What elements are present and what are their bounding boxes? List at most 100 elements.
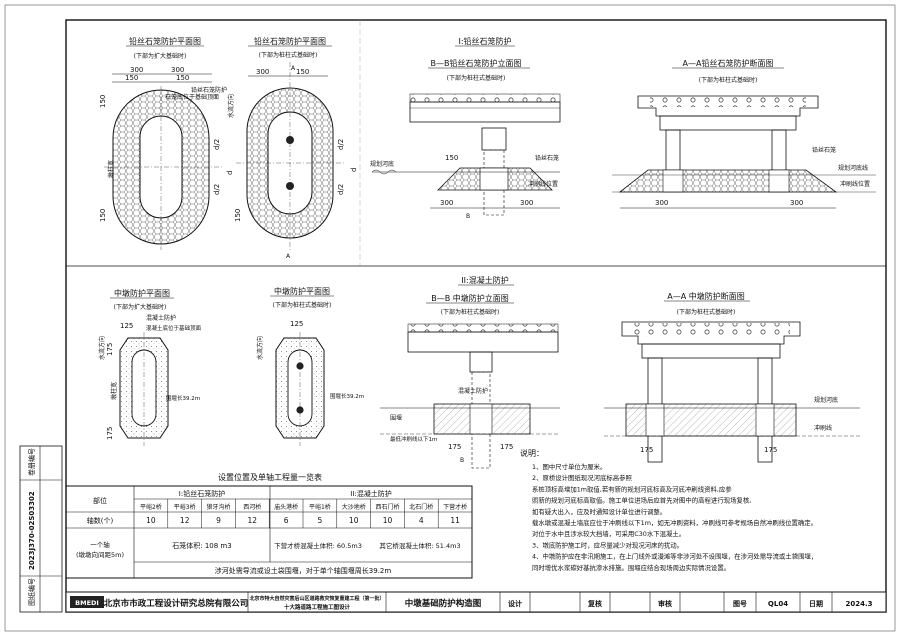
table-cofferdam-note: 涉河处需导流或设土袋围堰，对于单个轴围堰周长39.2m — [215, 566, 392, 575]
sheet-value: QL04 — [768, 600, 788, 608]
v8-scour: 冲刷线 — [814, 424, 832, 432]
table-title: 设置位置及单轴工程量一览表 — [218, 472, 322, 482]
note-line: 1、图中尺寸单位为厘米。 — [532, 462, 606, 471]
row1-heading: I:铅丝石笼防护 — [458, 36, 511, 46]
v1-label-gabion-top: 石笼底位于基础顶面 — [165, 93, 219, 101]
table-bridge-name: 大沙地桥 — [342, 503, 366, 511]
side-label2: 图纸编号 — [27, 578, 36, 606]
view-concrete-plan-pile: 中墩防护平面图 (下部为桩柱式基础时) 125 围堰长39.2m 水流方向 — [256, 286, 364, 446]
date-label: 日期 — [809, 599, 823, 608]
v1-dim-150d: 150 — [99, 209, 107, 222]
drawing-name: 中墩基础防护构造图 — [405, 598, 482, 609]
table-concrete-b: 其它桥混凝土体积: 51.4m3 — [379, 541, 460, 550]
table-axes-value: 10 — [383, 516, 393, 525]
table-row-unit-sub: (墩墩向间距5m) — [76, 550, 124, 559]
v8-dim-175a: 175 — [640, 446, 653, 454]
v2-section-a-top: A — [291, 65, 296, 72]
v1-dim-150c: 150 — [99, 95, 107, 108]
view5-sub: (下部为扩大基础时) — [114, 303, 167, 311]
table-group2: II:混凝土防护 — [350, 489, 392, 498]
table-bridge-name: 西河桥 — [243, 503, 261, 511]
table-bridge-name: 下营才桥 — [443, 503, 467, 511]
table-axes-value: 10 — [349, 516, 359, 525]
v2-flow: 水流方向 — [227, 94, 235, 118]
table-axes-value: 11 — [450, 516, 460, 525]
v1-dim-d: d — [226, 171, 234, 175]
v5-dim-125: 125 — [120, 322, 133, 330]
view7-sub: (下部为桩柱式基础时) — [441, 308, 500, 316]
v1-flow: 水流方向 — [0, 0, 5, 1]
table-concrete-a: 下营才桥混凝土体积: 60.5m3 — [274, 541, 362, 550]
v7-dim-175a: 175 — [448, 443, 461, 451]
v1-label-gabion-protect: 铅丝石笼防护 — [191, 86, 227, 94]
table-bridge-name: 西石门桥 — [375, 503, 399, 511]
date-value: 2024.3 — [845, 600, 872, 608]
outer-frame — [4, 4, 896, 632]
v5-flow: 水流方向 — [98, 336, 106, 360]
view4-sub: (下部为桩柱式基础时) — [699, 76, 758, 84]
v4-dim-300b: 300 — [790, 199, 803, 207]
notes-block: 说明： 1、图中尺寸单位为厘米。 2、原桥设计图纸现况河底标高参照系桩顶标高增加1… — [520, 448, 817, 572]
table-group1: I:铅丝石笼防护 — [179, 489, 225, 498]
v4-bed-line: 规划河底线 — [838, 164, 868, 172]
v1-dim-d2a: d/2 — [213, 139, 221, 150]
view-gabion-section: A—A铅丝石笼防护断面图 (下部为桩柱式基础时) 铅丝石笼 规划河底线 冲刷线位… — [612, 58, 876, 209]
note-line: 载水墩或混凝土墙底应位于冲刷线以下1m，如无冲刷资料，冲刷线可参考规场自然冲刷线… — [532, 518, 817, 527]
note-line: 同时增优水浆碳好基抗渗水排施。围堰应结合现场周边实际情况设置。 — [532, 563, 730, 572]
table-bridge-name: 平峪3桥 — [174, 503, 196, 511]
v3-gabion: 铅丝石笼 — [535, 154, 559, 162]
note-line: 如有疑大出入，应及时通知设计单位进行调整。 — [532, 507, 666, 516]
v1-dim-150a: 150 — [125, 74, 138, 82]
v2-section-a-bottom: A — [286, 253, 291, 260]
v5-cofferdam: 围堰长39.2m — [166, 394, 200, 402]
v6-cofferdam: 围堰长39.2m — [330, 392, 364, 400]
view8-sub: (下部为桩柱式基础时) — [677, 308, 736, 316]
company-logo-text: BMEDI — [75, 599, 99, 607]
v2-dim-d: d — [350, 168, 358, 172]
v7-section-b: B — [460, 457, 464, 464]
table-axes-value: 5 — [318, 516, 323, 525]
v6-dim-125: 125 — [290, 320, 303, 328]
v2-dim-150b: 150 — [234, 209, 242, 222]
v2-dim-d2a: d/2 — [337, 139, 345, 150]
view2-sub: (下部为桩柱式基础时) — [259, 51, 318, 59]
view7-title: B—B 中墩防护立面图 — [431, 293, 509, 303]
note-line: 照新的规划河底标高取值。施工单位进场后应首先对图中的高程进行现场复核, — [532, 496, 751, 505]
table-bridge-name: 狼牙沟桥 — [206, 503, 230, 511]
design-label: 设计 — [508, 599, 522, 608]
note-line: 对位于水中且涉水较大挡墙，可采用C30水下混凝土。 — [532, 529, 685, 538]
v1-dim-d2b: d/2 — [213, 184, 221, 195]
review-label: 复核 — [587, 599, 602, 608]
table-bridge-name: 平峪2桥 — [140, 503, 162, 511]
v5-dim-175b: 175 — [106, 427, 114, 440]
side-strip: 卷册编号 2023J370-02S03302 图纸编号 — [19, 445, 63, 613]
view5-title: 中墩防护平面图 — [114, 288, 170, 298]
view1-title: 铅丝石笼防护平面图 — [129, 36, 201, 46]
v1-dim-150b: 150 — [176, 74, 189, 82]
v3-dim-150: 150 — [445, 154, 458, 162]
v2-dim-150a: 150 — [296, 68, 309, 76]
v5-dim-175a: 175 — [106, 343, 114, 356]
table-col-position: 部位 — [93, 496, 107, 505]
table-row-axes: 轴数(个) — [87, 516, 114, 525]
table-axes-value: 12 — [180, 516, 190, 525]
note-line: 系桩顶标高增加1m取值,若有新的规划河底标高及河底冲刷线资料,应参 — [532, 484, 732, 493]
notes-title: 说明： — [520, 448, 544, 458]
table-axes-value: 6 — [284, 516, 289, 525]
v1-dim-300a: 300 — [130, 66, 143, 74]
v7-concrete: 混凝土防护 — [458, 387, 488, 395]
project-line1: 北京市特大自然灾害后山区道路救灾恢复重建工程（第一批） — [249, 595, 384, 602]
v5-concrete: 混凝土防护 — [146, 314, 176, 322]
v6-flow: 水流方向 — [256, 336, 264, 360]
table-axes-value: 9 — [216, 516, 221, 525]
table-axes-value: 10 — [146, 516, 156, 525]
v8-dim-175b: 175 — [764, 446, 777, 454]
view6-sub: (下部为桩柱式基础时) — [273, 301, 332, 309]
note-line: 2、原桥设计图纸现况河底标高参照 — [532, 473, 633, 482]
v4-gabion: 铅丝石笼 — [812, 146, 836, 154]
company-name: 北京市市政工程设计研究总院有限公司 — [104, 598, 249, 609]
note-line: 3、墩底防护施工时，应尽量减少对现况河床的扰动。 — [532, 540, 683, 549]
v3-scour-line: 冲刷线位置 — [528, 180, 558, 188]
table-gabion-volume: 石笼体积: 108 m3 — [172, 541, 231, 550]
